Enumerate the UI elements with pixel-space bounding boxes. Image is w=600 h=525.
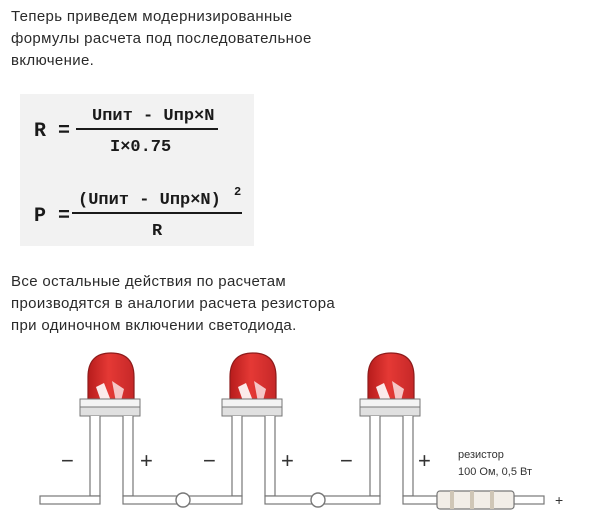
p-formula-denominator: R [152, 222, 163, 241]
resistor-label-line-1: резистор [458, 449, 504, 461]
led-3-minus-label: − [340, 448, 353, 473]
led-3 [359, 352, 421, 497]
r-formula-numerator: Uпит - Uпр×N [92, 107, 214, 126]
circuit-drawing: − + − + − + резистор 100 Ом, 0,5 Вт + [39, 352, 563, 510]
resistor [436, 490, 515, 510]
led-1-plus-label: + [140, 448, 153, 473]
junction-2 [310, 492, 326, 508]
formula-drawing: R = Uпит - Uпр×N I×0.75 P = (Uпит - Uпр×… [34, 107, 242, 241]
series-led-circuit-diagram: − + − + − + резистор 100 Ом, 0,5 Вт + [0, 345, 600, 520]
intro-paragraph: Теперь приведем модернизированные формул… [11, 6, 312, 72]
led-2 [221, 352, 283, 497]
resistor-label-line-2: 100 Ом, 0,5 Вт [458, 466, 532, 478]
r-formula-lhs: R = [34, 120, 70, 143]
led-3-plus-label: + [418, 448, 431, 473]
terminal-plus-label: + [555, 492, 563, 508]
r-formula-denominator: I×0.75 [110, 138, 171, 157]
led-2-plus-label: + [281, 448, 294, 473]
intro-line-2: формулы расчета под последовательное [11, 30, 312, 47]
p-formula-exponent: 2 [234, 185, 241, 199]
led-1-minus-label: − [61, 448, 74, 473]
body-paragraph: Все остальные действия по расчетам произ… [11, 271, 335, 337]
junction-1 [175, 492, 191, 508]
body-line-1: Все остальные действия по расчетам [11, 273, 287, 290]
led-2-minus-label: − [203, 448, 216, 473]
p-formula-numerator: (Uпит - Uпр×N) [78, 191, 221, 210]
formula-image: R = Uпит - Uпр×N I×0.75 P = (Uпит - Uпр×… [20, 94, 254, 246]
body-line-2: производятся в аналогии расчета резистор… [11, 295, 336, 312]
p-formula-lhs: P = [34, 205, 70, 228]
body-line-3: при одиночном включении светодиода. [11, 317, 297, 334]
intro-line-3: включение. [11, 52, 95, 69]
led-1 [79, 352, 141, 497]
intro-line-1: Теперь приведем модернизированные [11, 8, 293, 25]
